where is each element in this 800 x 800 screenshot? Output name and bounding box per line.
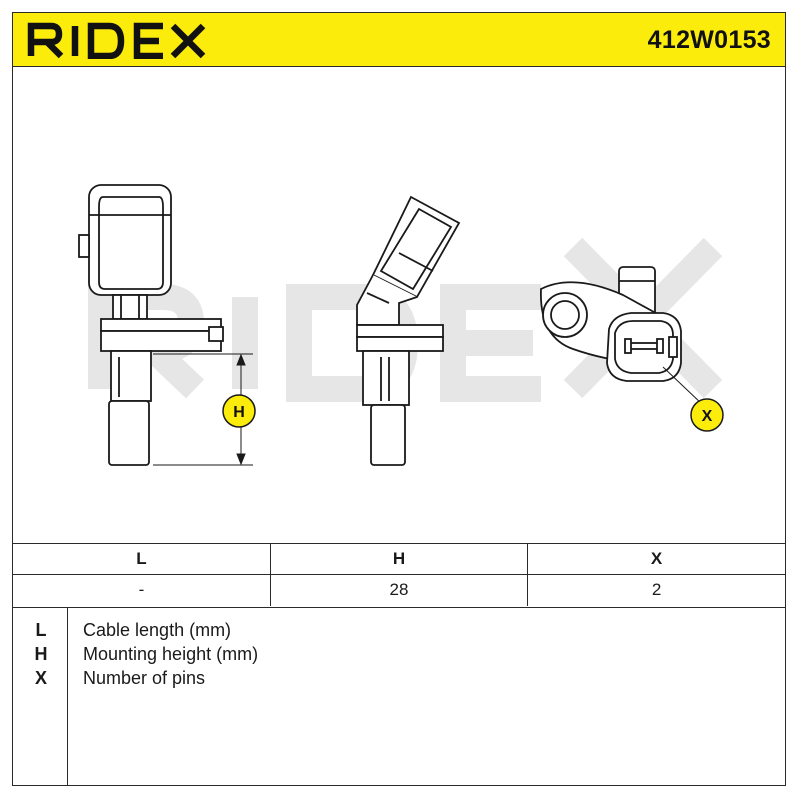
legend-key: H [34, 644, 48, 664]
legend: L Cable length (mm) H Mounting height (m… [13, 607, 785, 785]
sensor-top-view [540, 266, 682, 382]
legend-item: X Number of pins [13, 666, 785, 690]
legend-description: Number of pins [83, 668, 206, 688]
callout-x: X [662, 366, 724, 432]
header-bar: 412W0153 [13, 13, 785, 67]
sensor-front-view [78, 184, 224, 466]
column-header-x: X [527, 543, 785, 575]
part-number: 412W0153 [647, 26, 771, 54]
column-header-l: L [13, 543, 271, 575]
callout-h: H [222, 394, 256, 428]
legend-key: L [35, 620, 47, 640]
legend-item: L Cable length (mm) [13, 618, 785, 642]
callout-h-label: H [233, 404, 245, 421]
legend-key: X [34, 668, 47, 688]
legend-description: Cable length (mm) [83, 620, 232, 640]
dimensions-value-row: - 28 2 [13, 574, 785, 606]
technical-drawing: H [13, 67, 785, 543]
legend-divider [67, 608, 68, 785]
product-sheet: 412W0153 [12, 12, 786, 786]
legend-item: H Mounting height (mm) [13, 642, 785, 666]
legend-description: Mounting height (mm) [83, 644, 259, 664]
sensor-side-view [356, 195, 461, 466]
dimensions-table: L H X - 28 2 [13, 543, 785, 606]
column-header-h: H [270, 543, 529, 575]
value-h: 28 [270, 574, 529, 606]
callout-x-label: X [702, 408, 713, 425]
value-x: 2 [527, 574, 785, 606]
value-l: - [13, 574, 271, 606]
dimensions-header-row: L H X [13, 543, 785, 575]
sensor-drawing: H [78, 184, 724, 466]
ridex-logo [27, 22, 206, 59]
